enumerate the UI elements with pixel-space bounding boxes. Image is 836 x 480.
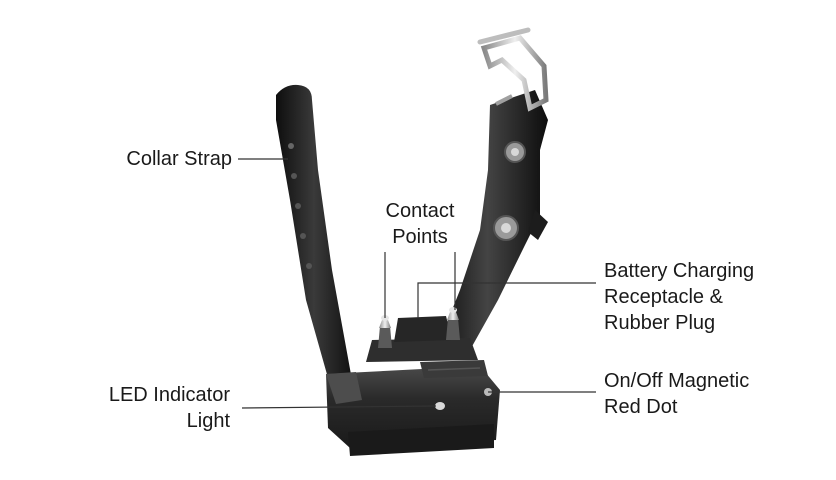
led-line1: LED Indicator: [108, 384, 230, 406]
battery-line1: Battery Charging: [604, 260, 755, 282]
contact-points-line1: Contact: [385, 200, 455, 222]
label-contact-points: Contact Points: [370, 198, 470, 250]
receiver-body: [326, 316, 500, 456]
onoff-line2: Red Dot: [604, 396, 678, 418]
leader-battery: [417, 282, 596, 318]
label-battery-charging: Battery Charging Receptacle & Rubber Plu…: [604, 258, 754, 336]
right-strap: [438, 27, 549, 350]
led-line2: Light: [186, 410, 230, 432]
led-light: [435, 402, 445, 410]
leader-led: [241, 405, 437, 409]
contact-points-line2: Points: [392, 226, 448, 248]
label-collar-strap: Collar Strap: [108, 146, 232, 172]
battery-line2: Receptacle &: [604, 286, 723, 308]
collar-strap-text: Collar Strap: [126, 148, 232, 170]
label-led-indicator: LED Indicator Light: [86, 382, 230, 434]
left-strap: [276, 84, 352, 386]
contact-point-left: [378, 315, 392, 348]
onoff-line1: On/Off Magnetic: [604, 370, 750, 392]
leader-lines: [238, 158, 596, 409]
battery-line3: Rubber Plug: [604, 312, 716, 334]
buckle: [477, 27, 549, 112]
label-onoff-magnetic: On/Off Magnetic Red Dot: [604, 368, 749, 420]
